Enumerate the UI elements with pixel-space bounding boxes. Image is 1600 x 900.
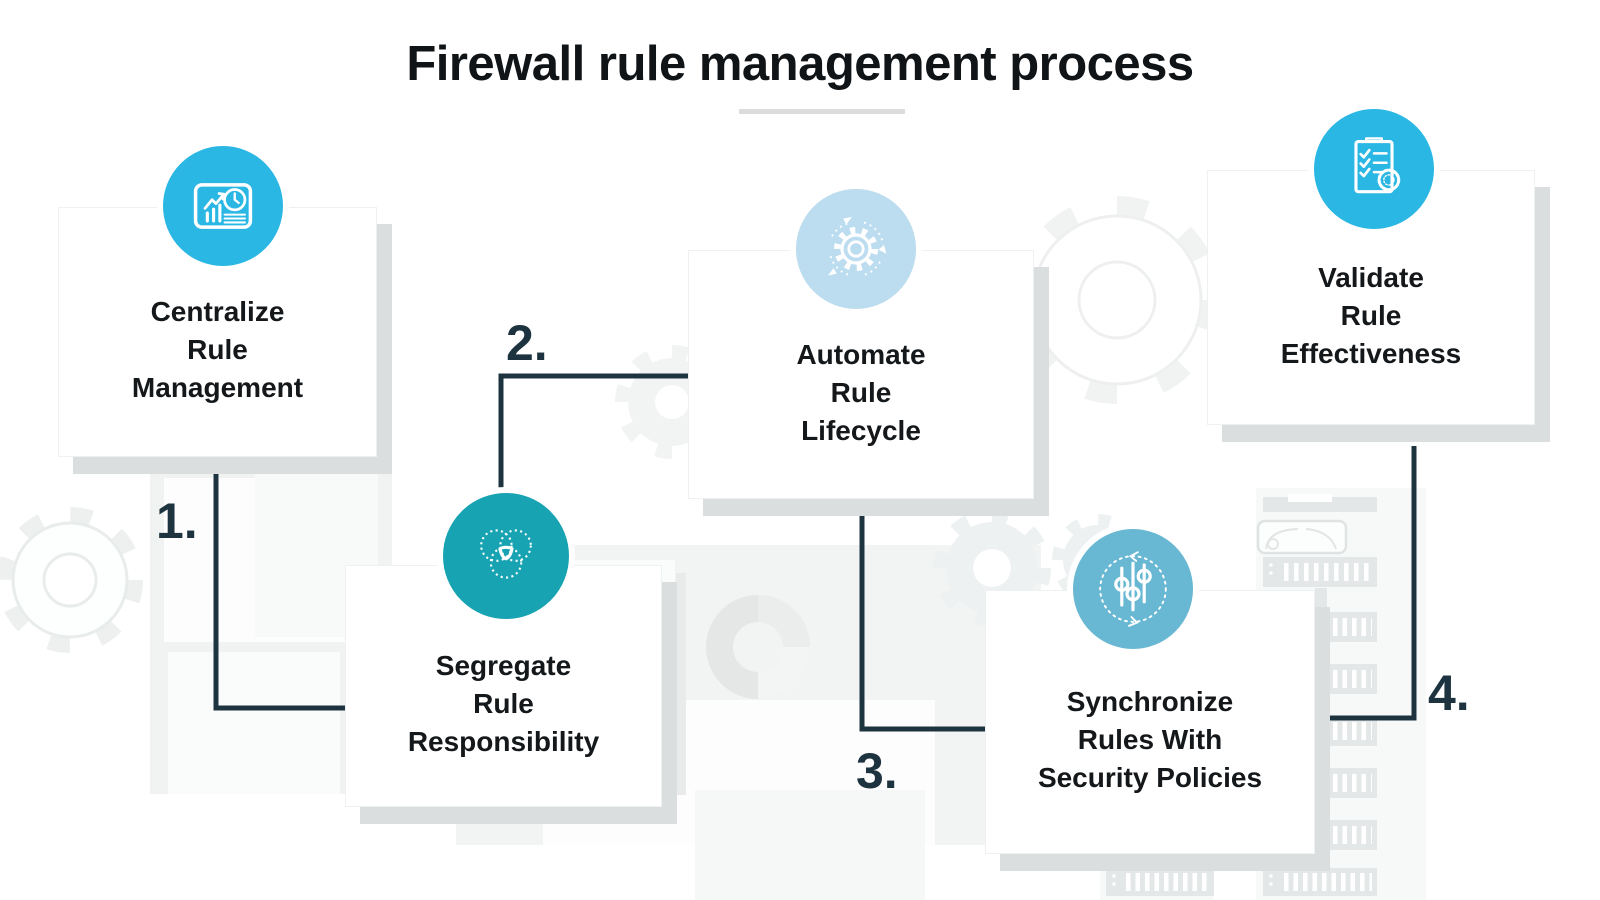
step-icon-circle	[790, 183, 922, 315]
connector-line-4	[1312, 446, 1417, 721]
server-tower-watermark	[1100, 488, 1426, 900]
step-label: Centralize Rule Management	[131, 296, 304, 403]
step-number-4: 4.	[1428, 665, 1470, 721]
step-label: Synchronize Rules With Security Policies	[1037, 686, 1263, 793]
gear-refresh-icon	[828, 217, 887, 277]
step-card-centralize: Centralize Rule Management	[58, 140, 377, 457]
step-card-synchronize: Synchronize Rules With Security Policies	[985, 523, 1315, 854]
venn-diagram-icon	[480, 529, 532, 579]
connector-line-1	[213, 456, 346, 711]
step-icon-circle	[1067, 523, 1199, 655]
step-card-validate: Validate Rule Effectiveness	[1207, 103, 1535, 425]
connector-line-2	[498, 373, 688, 490]
step-number-2: 2.	[506, 315, 548, 371]
step-card-automate: Automate Rule Lifecycle	[688, 183, 1034, 499]
step-icon-circle	[437, 487, 575, 625]
title-underline	[739, 109, 905, 114]
step-card-segregate: Segregate Rule Responsibility	[345, 487, 662, 807]
gear-watermark-left	[0, 507, 143, 653]
step-icon-circle	[157, 140, 289, 272]
step-label: Automate Rule Lifecycle	[796, 338, 926, 446]
step-number-3: 3.	[856, 743, 898, 799]
step-number-1: 1.	[156, 493, 198, 549]
connector-line-3	[859, 500, 986, 732]
step-label: Validate Rule Effectiveness	[1280, 261, 1462, 369]
page-title: Firewall rule management process	[406, 37, 1194, 91]
analytics-dashboard-icon	[193, 183, 253, 229]
sliders-sync-icon	[1099, 551, 1167, 627]
donut-chart-watermark	[706, 595, 810, 699]
step-icon-circle	[1308, 103, 1440, 235]
step-label: Segregate Rule Responsibility	[407, 650, 600, 757]
checklist-badge-icon	[1354, 137, 1401, 194]
